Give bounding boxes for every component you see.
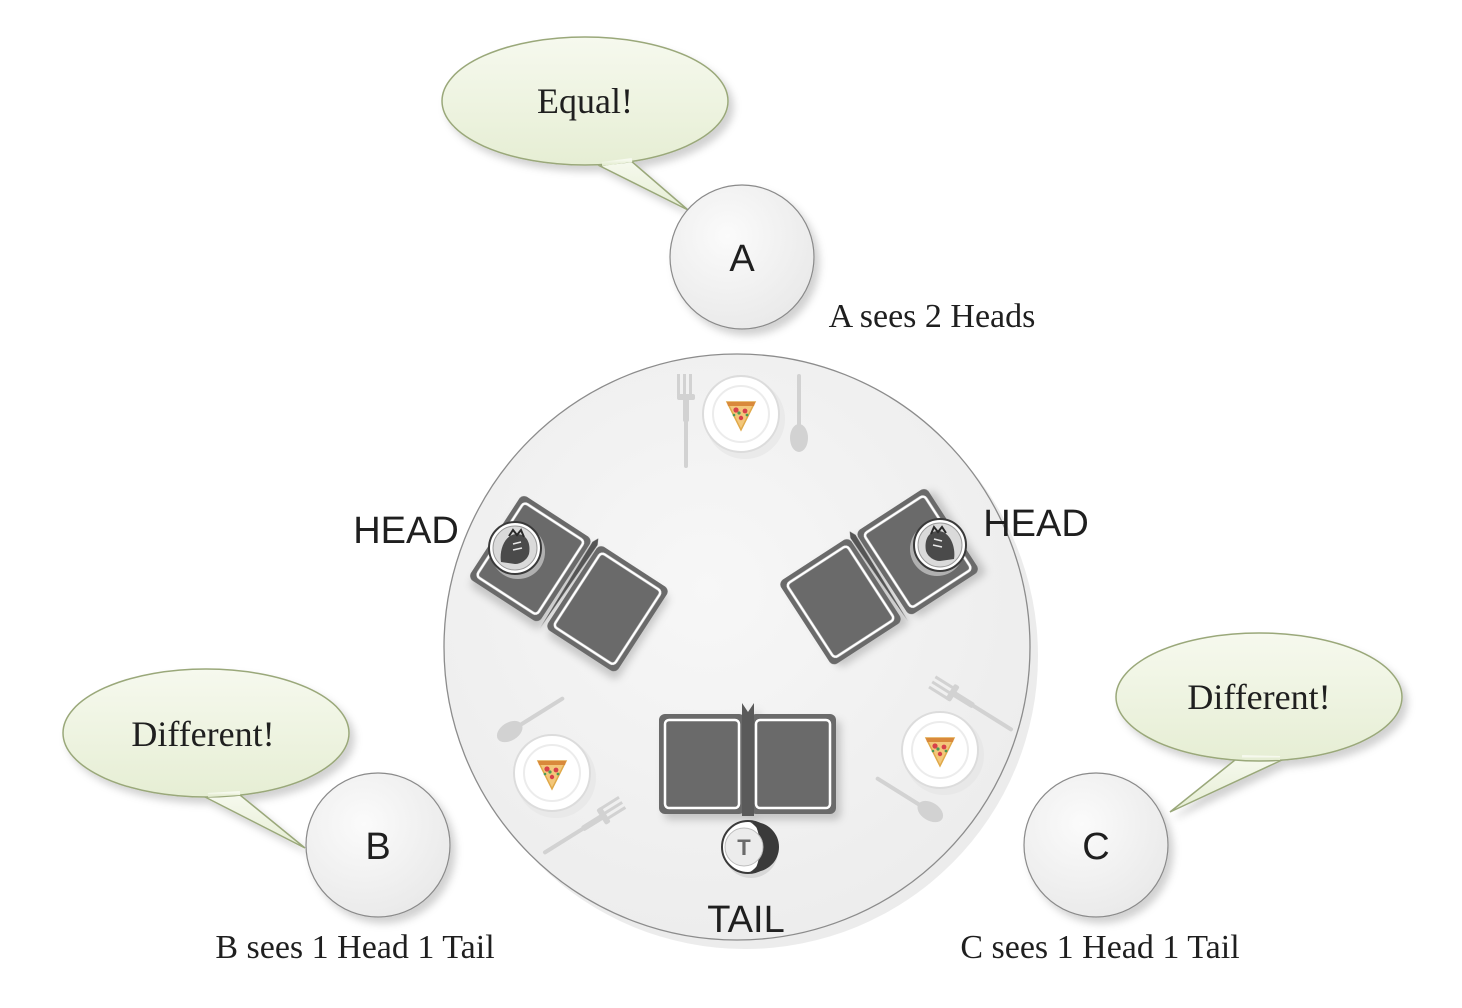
tail-coin-letter: T [737, 835, 751, 860]
coin-state-right: HEAD [983, 503, 1089, 545]
speech-bubble-b [62, 668, 350, 849]
person-a-circle [669, 184, 815, 330]
speech-text-a: Equal! [537, 81, 633, 121]
person-c-circle [1023, 772, 1169, 918]
menu-right [776, 485, 982, 668]
menu-left [466, 492, 672, 675]
caption-c-sees: C sees 1 Head 1 Tail [960, 929, 1239, 966]
speech-text-b: Different! [131, 714, 274, 754]
person-c-label: C [1082, 826, 1109, 868]
coin-state-left: HEAD [353, 510, 459, 552]
coin-state-bottom: TAIL [707, 899, 784, 941]
tail-coin: T [721, 820, 779, 878]
person-b-circle [305, 772, 451, 918]
speech-text-c: Different! [1187, 677, 1330, 717]
speech-bubble-a [441, 36, 729, 211]
caption-a-sees: A sees 2 Heads [829, 298, 1036, 335]
speech-bubble-c [1115, 632, 1403, 813]
person-a-label: A [729, 238, 755, 280]
person-b-label: B [365, 826, 390, 868]
menu-bottom [659, 703, 836, 816]
caption-b-sees: B sees 1 Head 1 Tail [215, 929, 494, 966]
